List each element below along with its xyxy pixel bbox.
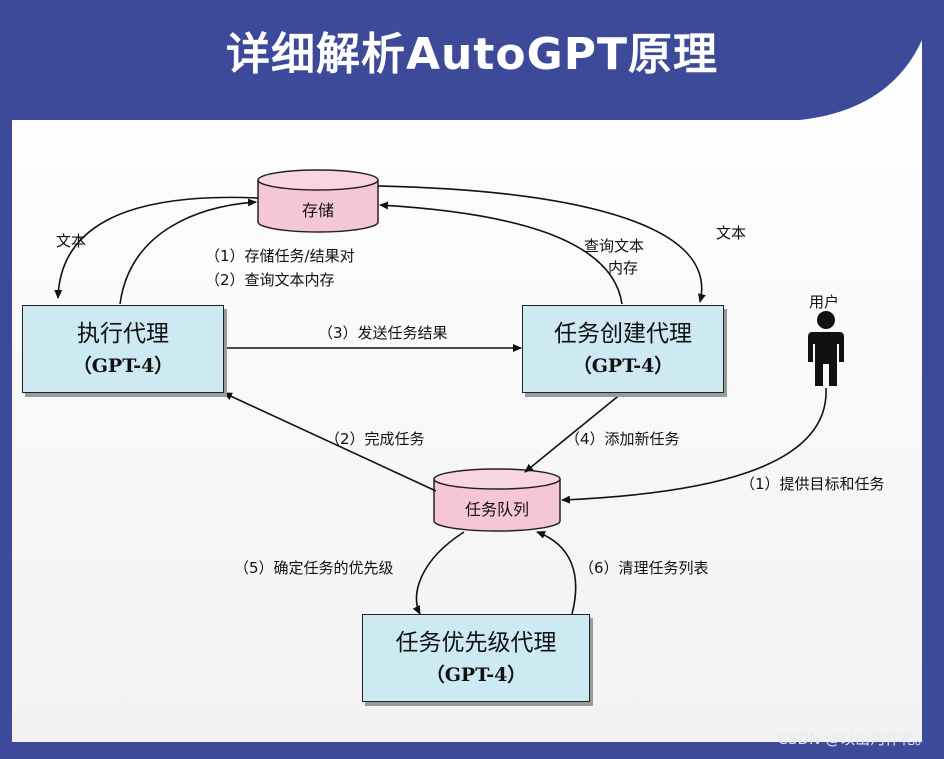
- label-text-left: 文本: [56, 232, 87, 250]
- label-text-right: 文本: [716, 224, 747, 242]
- exec-agent-model: （GPT-4）: [72, 355, 174, 377]
- arrow-create-to-storage: [379, 201, 623, 305]
- label-send-result: （3）发送任务结果: [318, 324, 448, 342]
- user-label: 用户: [809, 293, 840, 311]
- arrow-exec-to-storage: [119, 198, 257, 305]
- label-query-store: （2）查询文本内存: [205, 271, 335, 289]
- label-query-mem-1: 查询文本: [584, 237, 645, 255]
- page-title: 详细解析AutoGPT原理: [225, 29, 718, 80]
- queue-label: 任务队列: [464, 500, 529, 519]
- arrow-priority-to-queue: [536, 531, 577, 615]
- label-prioritize: （5）确定任务的优先级: [234, 559, 394, 577]
- arrow-user-to-queue: [561, 387, 827, 504]
- storage-cylinder: [257, 169, 379, 233]
- label-clean-list: （6）清理任务列表: [579, 559, 709, 577]
- watermark: CSDN @以山河作礼。: [777, 730, 930, 748]
- priority-agent-model: （GPT-4）: [425, 664, 527, 686]
- label-query-mem-2: 内存: [608, 259, 639, 277]
- arrow-storage-to-create: [377, 185, 706, 303]
- queue-cylinder: [433, 468, 561, 532]
- label-store-pair: （1）存储任务/结果对: [205, 247, 355, 265]
- content-panel: [12, 40, 922, 742]
- create-agent-name: 任务创建代理: [554, 321, 692, 347]
- user-icon: [808, 311, 844, 386]
- storage-label: 存储: [301, 201, 334, 220]
- create-agent-model: （GPT-4）: [572, 355, 674, 377]
- label-complete-task: （2）完成任务: [325, 430, 425, 448]
- arrow-storage-to-exec: [54, 196, 259, 299]
- arrow-queue-to-exec: [223, 392, 437, 492]
- label-add-task: （4）添加新任务: [565, 430, 680, 448]
- arrow-queue-to-priority: [412, 531, 465, 615]
- label-provide-goal: （1）提供目标和任务: [740, 475, 885, 493]
- priority-agent-name: 任务优先级代理: [395, 630, 557, 656]
- priority-agent-box: 任务优先级代理 （GPT-4）: [362, 614, 590, 702]
- task-create-agent-box: 任务创建代理 （GPT-4）: [522, 305, 724, 393]
- exec-agent-box: 执行代理 （GPT-4）: [22, 305, 224, 393]
- arrow-create-to-queue: [524, 392, 623, 473]
- exec-agent-name: 执行代理: [77, 321, 169, 347]
